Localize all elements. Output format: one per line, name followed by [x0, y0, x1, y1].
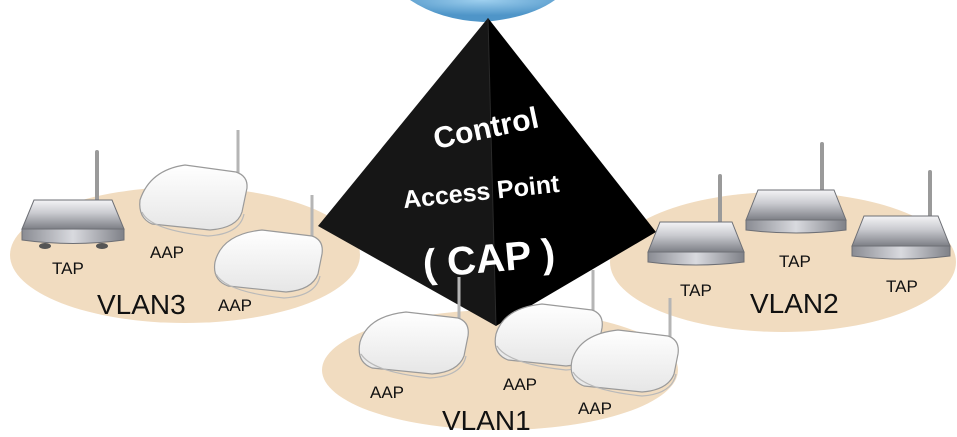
aap-device [213, 195, 323, 299]
vlan1-aap-label-1: AAP [370, 383, 404, 402]
cloud-shape [410, 0, 555, 22]
vlan2-tap-label-1: TAP [680, 281, 712, 300]
vlan1-aap-label-3: AAP [578, 399, 612, 418]
vlan2-tap-label-2: TAP [779, 252, 811, 271]
tap-device [21, 150, 125, 249]
vlan1-aap-label-2: AAP [503, 375, 537, 394]
tap-device [647, 174, 745, 266]
cap-pyramid [318, 17, 656, 327]
tap-device [851, 170, 951, 260]
vlan2-label: VLAN2 [750, 288, 839, 319]
aap-device [358, 277, 469, 379]
aap-device [139, 130, 248, 237]
vlan1-label: VLAN1 [442, 405, 531, 436]
aap-device [570, 298, 679, 397]
vlan2-tap-label-3: TAP [886, 277, 918, 296]
vlan3-tap-label: TAP [52, 259, 84, 278]
vlan3-aap-label-1: AAP [150, 243, 184, 262]
aap-device [494, 270, 603, 371]
vlan3-label: VLAN3 [97, 289, 186, 320]
tap-device [745, 142, 847, 234]
vlan3-aap-label-2: AAP [218, 296, 252, 315]
